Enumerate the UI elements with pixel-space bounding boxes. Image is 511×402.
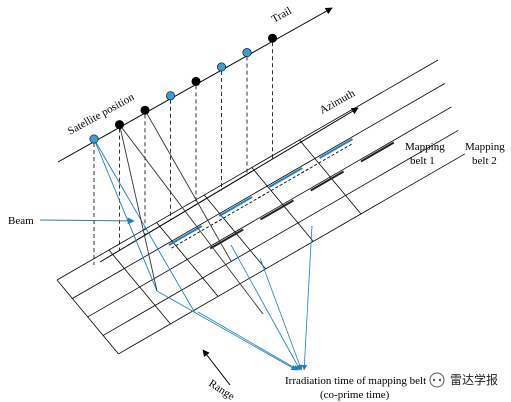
mapping-belt-1-label-line1: Mapping bbox=[405, 141, 445, 153]
satellite-dot-black bbox=[115, 120, 125, 130]
mapping-belt-2-label-line1: Mapping bbox=[465, 141, 505, 153]
belt-segment bbox=[209, 228, 244, 250]
irradiation-pointer bbox=[156, 290, 297, 371]
beam-pointer-arrow bbox=[39, 217, 135, 225]
satellite-dot-blue bbox=[166, 91, 176, 101]
ground-grid bbox=[56, 59, 466, 355]
irradiation-pointer bbox=[259, 257, 303, 371]
satellite-dot-blue bbox=[217, 62, 227, 72]
beam-ray-black bbox=[119, 124, 158, 292]
grid-dashed-tie bbox=[301, 142, 354, 174]
satellite-dot-black bbox=[267, 33, 277, 43]
trail-label: Trail bbox=[270, 5, 294, 26]
irradiation-label-line2: (co-prime time) bbox=[320, 389, 390, 401]
irradiation-pointer bbox=[197, 311, 299, 371]
range-label: Range bbox=[206, 377, 236, 402]
grid-column-line bbox=[299, 139, 362, 215]
range-axis bbox=[202, 349, 231, 386]
beam-ray-black bbox=[119, 124, 264, 315]
belt-segment bbox=[259, 199, 294, 221]
watermark-text: 雷达学报 bbox=[450, 372, 498, 387]
grid-row-line bbox=[87, 106, 452, 318]
satellite-positions bbox=[89, 33, 277, 144]
beam-rays bbox=[93, 109, 313, 371]
satellite-dot-black bbox=[140, 105, 150, 115]
projection-lines bbox=[93, 42, 273, 265]
grid-row-line bbox=[118, 153, 466, 355]
satellite-dot-blue bbox=[242, 48, 252, 58]
mapping-belt-1-label-line2: belt 1 bbox=[410, 155, 435, 167]
belt-segment bbox=[319, 138, 353, 159]
belt-segment bbox=[218, 196, 253, 217]
belt-segment bbox=[310, 170, 345, 192]
irradiation-label-line1: Irradiation time of mapping belt bbox=[285, 375, 426, 387]
grid-column-line bbox=[156, 222, 219, 297]
beam-ray-black bbox=[144, 109, 232, 262]
beam-label: Beam bbox=[8, 215, 34, 227]
belt-segment bbox=[360, 141, 395, 163]
wechat-icon bbox=[429, 372, 445, 388]
grid-column-line bbox=[108, 249, 171, 325]
azimuth-axis bbox=[99, 107, 359, 263]
grid-column-line bbox=[251, 167, 314, 242]
satellite-position-label: Satellite position bbox=[66, 91, 137, 138]
belt-segment bbox=[268, 167, 303, 188]
irradiation-pointer bbox=[230, 244, 301, 371]
watermark: 雷达学报 bbox=[429, 372, 498, 388]
belt-segment bbox=[168, 225, 203, 246]
satellite-dot-blue bbox=[89, 134, 99, 144]
beam-ray-blue bbox=[93, 138, 196, 314]
mapping-belt-2-label-line2: belt 2 bbox=[472, 155, 497, 167]
grid-column-line bbox=[56, 279, 119, 355]
grid-row-line bbox=[56, 59, 439, 281]
satellite-dot-black bbox=[191, 76, 201, 86]
irradiation-pointer bbox=[301, 225, 313, 371]
grid-row-line bbox=[102, 130, 459, 336]
beam-ray-blue bbox=[93, 138, 158, 292]
grid-row-line bbox=[72, 83, 445, 299]
grid-column-line bbox=[203, 194, 266, 270]
